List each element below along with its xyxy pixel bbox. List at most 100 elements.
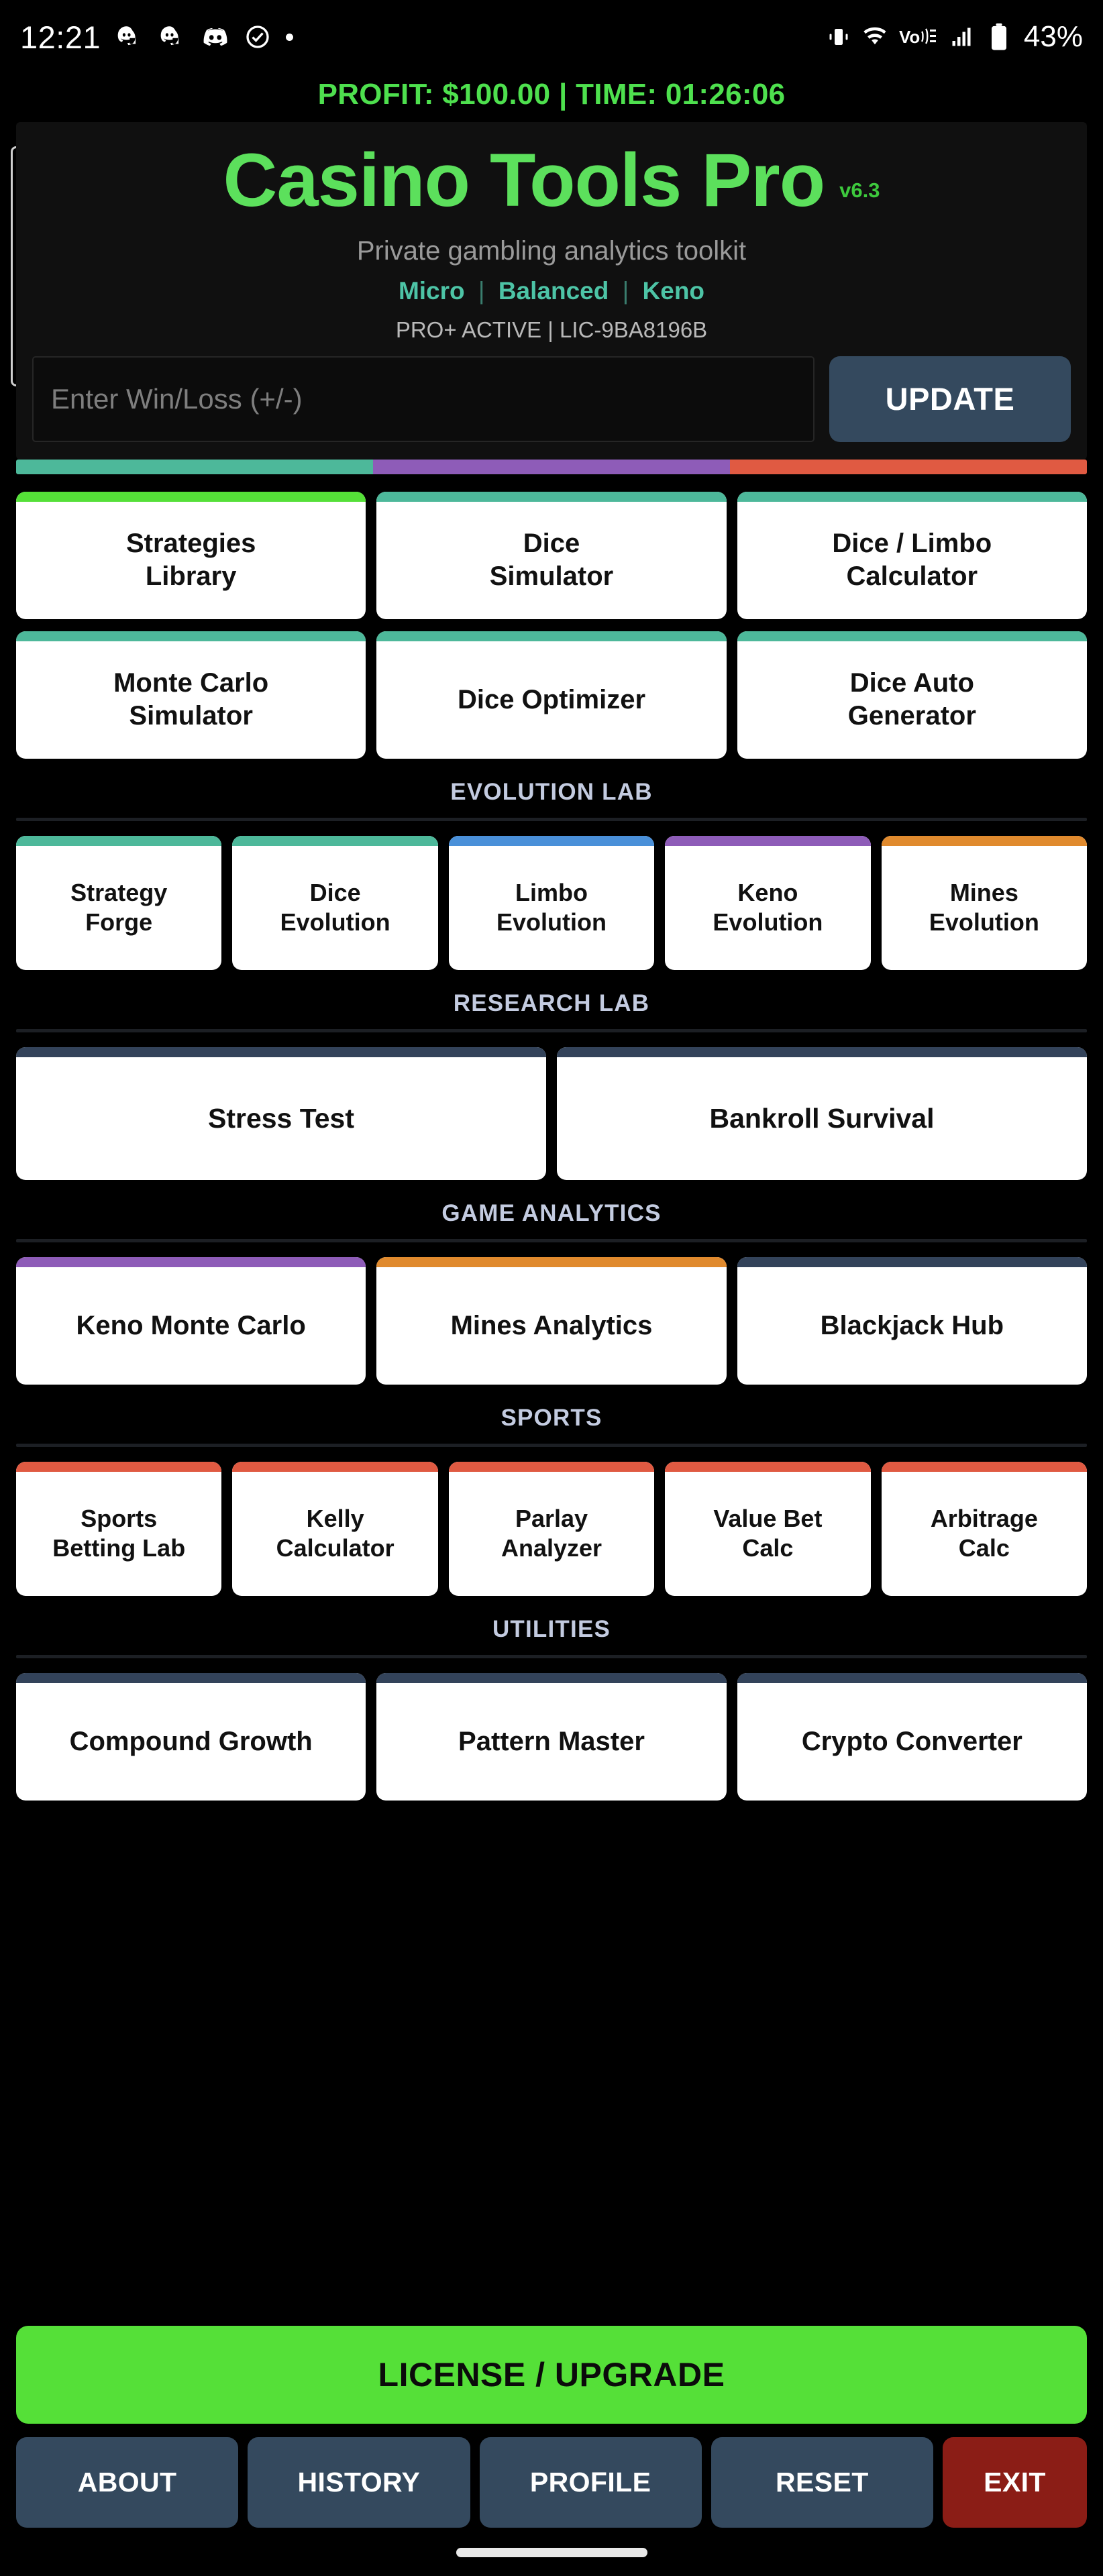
mode-keno[interactable]: Keno bbox=[642, 276, 705, 305]
tool-button-label: Pattern Master bbox=[458, 1726, 645, 1756]
nav-button-exit[interactable]: EXIT bbox=[943, 2437, 1087, 2528]
tool-button-dice-limbo-calculator[interactable]: Dice / Limbo Calculator bbox=[737, 491, 1087, 619]
battery-percent: 43% bbox=[1023, 20, 1083, 53]
tool-button-strategies-library[interactable]: Strategies Library bbox=[16, 491, 366, 619]
tool-accent-bar bbox=[448, 835, 655, 846]
update-button[interactable]: UPDATE bbox=[829, 356, 1071, 442]
tool-button-label: Keno Evolution bbox=[713, 879, 823, 936]
section-divider bbox=[16, 1443, 1087, 1447]
tool-button-kelly-calculator[interactable]: Kelly Calculator bbox=[232, 1461, 438, 1596]
tool-button-dice-evolution[interactable]: Dice Evolution bbox=[232, 835, 438, 970]
tool-button-keno-evolution[interactable]: Keno Evolution bbox=[665, 835, 871, 970]
tool-button-monte-carlo-simulator[interactable]: Monte Carlo Simulator bbox=[16, 631, 366, 759]
tool-button-dice-simulator[interactable]: Dice Simulator bbox=[376, 491, 727, 619]
tool-row: Keno Monte Carlo Mines Analytics Blackjack… bbox=[0, 1256, 1103, 1385]
tool-button-compound-growth[interactable]: Compound Growth bbox=[16, 1672, 366, 1801]
status-bar-right: Vo 43% bbox=[827, 20, 1083, 54]
status-bar: 12:21 Vo 43% bbox=[0, 0, 1103, 74]
mode-balanced[interactable]: Balanced bbox=[498, 276, 609, 305]
tool-button-strategy-forge[interactable]: Strategy Forge bbox=[16, 835, 222, 970]
tool-button-parlay-analyzer[interactable]: Parlay Analyzer bbox=[448, 1461, 655, 1596]
winloss-row: UPDATE bbox=[16, 343, 1087, 460]
tool-button-arbitrage-calc[interactable]: Arbitrage Calc bbox=[881, 1461, 1088, 1596]
profit-time-ticker: PROFIT: $100.00 | TIME: 01:26:06 bbox=[317, 78, 786, 111]
tool-button-label: Parlay Analyzer bbox=[501, 1505, 602, 1562]
tool-button-dice-auto-generator[interactable]: Dice Auto Generator bbox=[737, 631, 1087, 759]
tool-button-label: Stress Test bbox=[207, 1103, 354, 1134]
tool-button-label: Bankroll Survival bbox=[709, 1103, 935, 1134]
version-badge: v6.3 bbox=[839, 178, 880, 202]
tool-button-pattern-master[interactable]: Pattern Master bbox=[376, 1672, 727, 1801]
tool-accent-bar bbox=[16, 491, 366, 502]
status-bar-left: 12:21 bbox=[20, 19, 294, 56]
dot-icon bbox=[286, 33, 294, 41]
discord-icon bbox=[115, 23, 144, 51]
tool-button-bankroll-survival[interactable]: Bankroll Survival bbox=[557, 1046, 1087, 1180]
winloss-input[interactable] bbox=[32, 356, 815, 442]
tool-button-limbo-evolution[interactable]: Limbo Evolution bbox=[448, 835, 655, 970]
tool-button-label: Blackjack Hub bbox=[820, 1310, 1004, 1340]
app-header-card: Casino Tools Pro v6.3 Private gambling a… bbox=[16, 122, 1087, 460]
tool-accent-bar bbox=[232, 1461, 438, 1472]
tool-accent-bar bbox=[665, 835, 871, 846]
volte-icon: Vo bbox=[899, 25, 938, 48]
tool-button-label: Monte Carlo Simulator bbox=[113, 668, 269, 731]
mode-separator: | bbox=[478, 276, 485, 305]
mode-micro[interactable]: Micro bbox=[398, 276, 465, 305]
tool-button-label: Kelly Calculator bbox=[276, 1505, 395, 1562]
tool-button-crypto-converter[interactable]: Crypto Converter bbox=[737, 1672, 1087, 1801]
tool-accent-bar bbox=[881, 1461, 1088, 1472]
tool-button-blackjack-hub[interactable]: Blackjack Hub bbox=[737, 1256, 1087, 1385]
tool-accent-bar bbox=[232, 835, 438, 846]
tool-accent-bar bbox=[16, 1046, 546, 1057]
tool-accent-bar bbox=[737, 1256, 1087, 1267]
tool-row: Strategies Library Dice Simulator Dice / L… bbox=[0, 491, 1103, 619]
discord-icon bbox=[201, 23, 229, 51]
tool-button-stress-test[interactable]: Stress Test bbox=[16, 1046, 546, 1180]
page-title: Casino Tools Pro bbox=[223, 138, 825, 222]
nav-button-about[interactable]: ABOUT bbox=[16, 2437, 239, 2528]
tool-button-label: Dice / Limbo Calculator bbox=[832, 529, 992, 592]
nav-button-reset[interactable]: RESET bbox=[711, 2437, 933, 2528]
tool-button-label: Dice Evolution bbox=[280, 879, 390, 936]
tool-button-value-bet-calc[interactable]: Value Bet Calc bbox=[665, 1461, 871, 1596]
mode-row: Micro | Balanced | Keno bbox=[16, 277, 1087, 305]
section-divider bbox=[16, 817, 1087, 821]
svg-text:Vo: Vo bbox=[899, 27, 920, 47]
section-heading-evolution-lab: EVOLUTION LAB bbox=[450, 778, 653, 805]
tool-accent-bar bbox=[376, 631, 727, 641]
tool-button-sports-betting-lab[interactable]: Sports Betting Lab bbox=[16, 1461, 222, 1596]
section-heading-utilities: UTILITIES bbox=[492, 1615, 611, 1642]
tool-accent-bar bbox=[16, 1461, 222, 1472]
tool-button-mines-evolution[interactable]: Mines Evolution bbox=[881, 835, 1088, 970]
check-circle-icon bbox=[244, 23, 271, 50]
tool-row: Compound Growth Pattern Master Crypto Conv… bbox=[0, 1672, 1103, 1801]
tool-button-label: Strategy Forge bbox=[70, 879, 168, 936]
tool-button-keno-monte-carlo[interactable]: Keno Monte Carlo bbox=[16, 1256, 366, 1385]
tool-accent-bar bbox=[16, 1672, 366, 1683]
section-heading-sports: SPORTS bbox=[501, 1404, 602, 1431]
nav-button-history[interactable]: HISTORY bbox=[248, 2437, 470, 2528]
tool-button-dice-optimizer[interactable]: Dice Optimizer bbox=[376, 631, 727, 759]
tool-sections: Strategies Library Dice Simulator Dice / L… bbox=[0, 491, 1103, 1801]
nav-button-profile[interactable]: PROFILE bbox=[479, 2437, 702, 2528]
tool-accent-bar bbox=[737, 1672, 1087, 1683]
license-upgrade-button[interactable]: LICENSE / UPGRADE bbox=[16, 2326, 1087, 2424]
tool-button-label: Limbo Evolution bbox=[496, 879, 607, 936]
tool-button-mines-analytics[interactable]: Mines Analytics bbox=[376, 1256, 727, 1385]
status-time: 12:21 bbox=[20, 19, 101, 55]
tool-accent-bar bbox=[557, 1046, 1087, 1057]
tool-button-label: Dice Auto Generator bbox=[847, 668, 976, 731]
tool-row: Monte Carlo Simulator Dice Optimizer Dice … bbox=[0, 631, 1103, 759]
home-indicator bbox=[456, 2548, 647, 2557]
tool-button-label: Compound Growth bbox=[69, 1726, 313, 1756]
tool-row: Stress Test Bankroll Survival bbox=[0, 1046, 1103, 1180]
tool-button-label: Dice Simulator bbox=[489, 529, 614, 592]
tricolor-segment-2 bbox=[730, 459, 1087, 474]
wifi-icon bbox=[861, 25, 888, 49]
tool-row: Strategy Forge Dice Evolution Limbo Evolut… bbox=[0, 835, 1103, 970]
section-divider bbox=[16, 1654, 1087, 1658]
tricolor-segment-0 bbox=[16, 459, 373, 474]
tool-button-label: Mines Analytics bbox=[450, 1310, 653, 1340]
